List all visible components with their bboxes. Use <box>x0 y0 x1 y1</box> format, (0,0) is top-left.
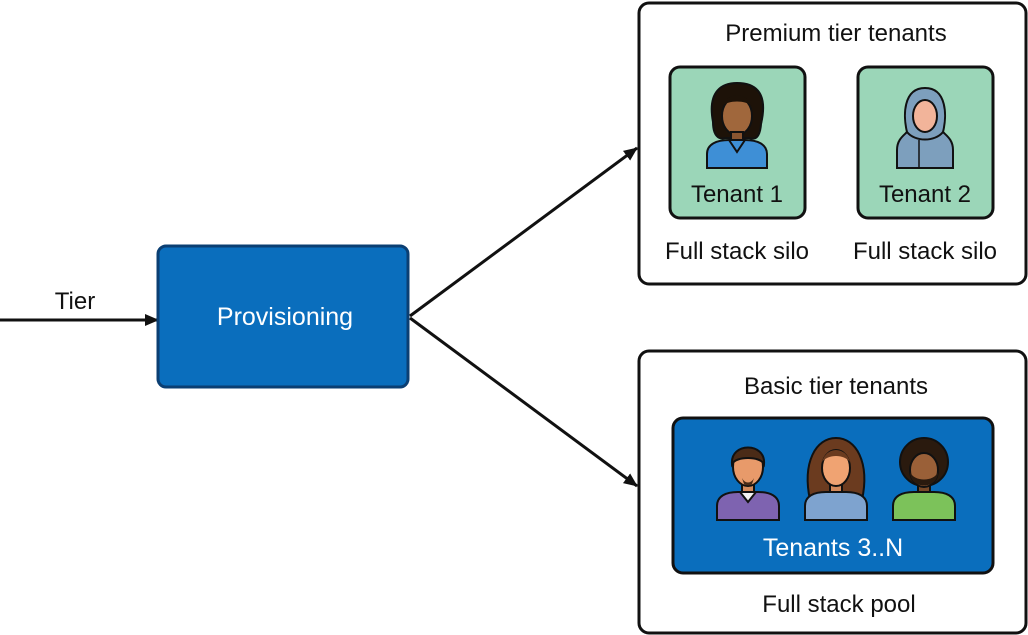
provisioning-label: Provisioning <box>217 303 353 331</box>
tenant-1-caption: Full stack silo <box>665 238 809 265</box>
woman-curly-hair-icon <box>706 81 768 169</box>
tenant-2-label: Tenant 2 <box>879 181 971 208</box>
tenant-1-label: Tenant 1 <box>691 181 783 208</box>
tier-label: Tier <box>55 288 95 315</box>
tenant-pool-caption: Full stack pool <box>762 591 915 618</box>
man-afro-beard-icon <box>892 437 956 521</box>
woman-hijab-icon <box>896 86 954 169</box>
premium-tier-title: Premium tier tenants <box>725 20 946 47</box>
basic-tier-title: Basic tier tenants <box>744 373 928 400</box>
man-goatee-icon <box>716 446 780 521</box>
arrow-to-basic <box>409 316 638 488</box>
woman-long-hair-icon <box>804 436 868 521</box>
provisioning-box <box>156 244 410 389</box>
tenant-2-caption: Full stack silo <box>853 238 997 265</box>
arrow-to-premium <box>409 146 638 318</box>
tenant-pool-label: Tenants 3..N <box>763 534 903 562</box>
